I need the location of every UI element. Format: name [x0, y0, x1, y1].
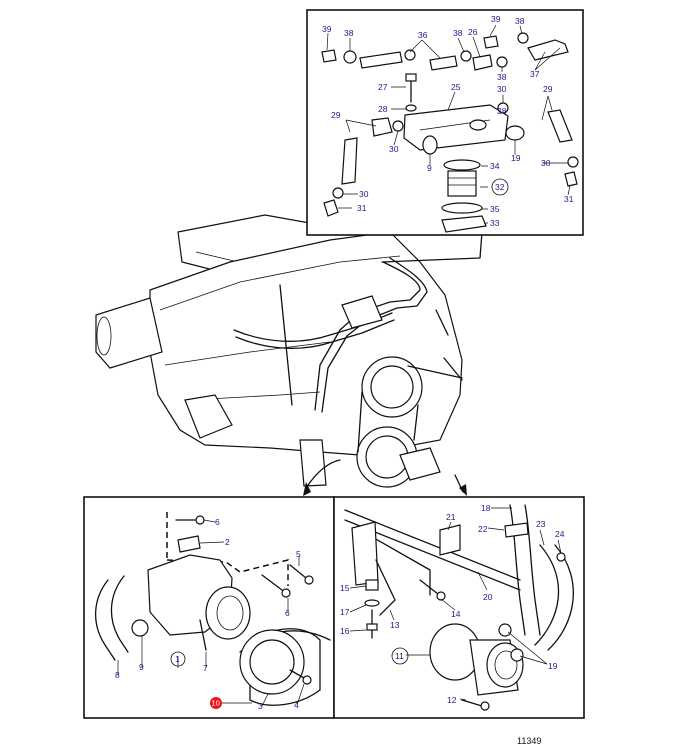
callout-29: 29	[543, 84, 553, 94]
callout-4: 4	[294, 700, 299, 710]
callout-17: 17	[340, 607, 350, 617]
callout-12: 12	[447, 695, 457, 705]
callout-29: 29	[331, 110, 341, 120]
callout-19: 19	[548, 661, 558, 671]
callout-2: 2	[225, 537, 230, 547]
pipe-and-seawater-pump-detail	[333, 496, 585, 719]
callout-11: 11	[395, 651, 404, 661]
callout-34: 34	[490, 161, 500, 171]
callout-16: 16	[340, 626, 350, 636]
callout-38: 38	[344, 28, 354, 38]
callout-31: 31	[357, 203, 367, 213]
callout-30: 30	[389, 144, 399, 154]
callout-33: 33	[490, 218, 500, 228]
callout-28: 28	[378, 104, 388, 114]
highlight-marker[interactable]	[210, 697, 222, 709]
callout-6: 6	[215, 517, 220, 527]
callout-30: 30	[359, 189, 369, 199]
callout-36: 36	[418, 30, 428, 40]
callout-22: 22	[478, 524, 488, 534]
callout-9: 9	[139, 662, 144, 672]
callout-13: 13	[390, 620, 400, 630]
callout-37: 37	[530, 69, 540, 79]
callout-39: 39	[322, 24, 332, 34]
callout-14: 14	[451, 609, 461, 619]
callout-3: 3	[258, 701, 263, 711]
callout-21: 21	[446, 512, 456, 522]
callout-38: 38	[497, 106, 507, 116]
callout-26: 26	[468, 27, 478, 37]
callout-38: 38	[453, 28, 463, 38]
water-pump-detail	[83, 496, 335, 719]
callout-labels: 39 38 36 38 26 39 38 38 37 27 25 30 28 2…	[115, 14, 574, 711]
callout-25: 25	[451, 82, 461, 92]
callout-20: 20	[483, 592, 493, 602]
callout-38: 38	[497, 72, 507, 82]
callout-23: 23	[536, 519, 546, 529]
callout-7: 7	[203, 663, 208, 673]
callout-24: 24	[555, 529, 565, 539]
callout-1: 1	[175, 654, 180, 664]
callout-6: 6	[285, 608, 290, 618]
drawing-reference-number: 11349	[517, 736, 541, 745]
callout-15: 15	[340, 583, 350, 593]
callout-18: 18	[481, 503, 491, 513]
callout-19: 19	[511, 153, 521, 163]
callout-35: 35	[490, 204, 500, 214]
callout-31: 31	[564, 194, 574, 204]
callout-32: 32	[495, 182, 505, 192]
callout-38: 38	[515, 16, 525, 26]
callout-5: 5	[296, 549, 301, 559]
callout-10-highlighted[interactable]: 10	[212, 699, 220, 708]
callout-39: 39	[491, 14, 501, 24]
engine-illustration	[95, 214, 483, 496]
callout-8: 8	[115, 670, 120, 680]
callout-27: 27	[378, 82, 388, 92]
callout-30: 30	[497, 84, 507, 94]
callout-30: 30	[541, 158, 551, 168]
callout-9: 9	[427, 163, 432, 173]
thermostat-housing-detail	[306, 9, 584, 236]
